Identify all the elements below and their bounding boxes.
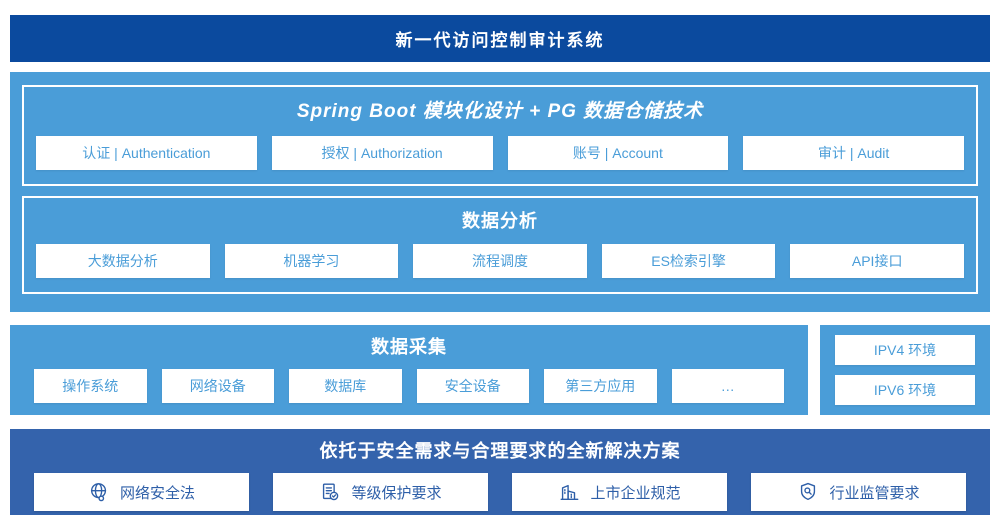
module-bigdata-analysis: 大数据分析	[36, 244, 210, 278]
module-authorization: 授权 | Authorization	[271, 136, 493, 170]
requirement-label: 等级保护要求	[351, 484, 442, 502]
springboot-modules-row: 认证 | Authentication 授权 | Authorization 账…	[36, 136, 964, 170]
source-thirdparty-app: 第三方应用	[544, 369, 657, 403]
globe-icon	[90, 483, 107, 502]
requirement-classified-protection: 等级保护要求	[273, 473, 488, 511]
module-es-search-engine: ES检索引擎	[601, 244, 776, 278]
env-ipv6: IPV6 环境	[835, 375, 975, 405]
module-account: 账号 | Account	[507, 136, 729, 170]
module-api-interface: API接口	[790, 244, 964, 278]
module-authentication: 认证 | Authentication	[36, 136, 257, 170]
tech-section: Spring Boot 模块化设计 + PG 数据仓储技术 认证 | Authe…	[10, 72, 990, 312]
buildings-icon	[561, 484, 579, 501]
page-title: 新一代访问控制审计系统	[395, 31, 605, 50]
requirement-industry-regulation: 行业监管要求	[751, 473, 966, 511]
module-machine-learning: 机器学习	[224, 244, 399, 278]
title-banner: 新一代访问控制审计系统	[10, 15, 990, 62]
springboot-panel-title: Spring Boot 模块化设计 + PG 数据仓储技术	[296, 101, 704, 122]
solution-title: 依托于安全需求与合理要求的全新解决方案	[319, 441, 681, 461]
module-audit: 审计 | Audit	[743, 136, 964, 170]
requirement-label: 网络安全法	[119, 484, 195, 502]
module-workflow-scheduling: 流程调度	[413, 244, 587, 278]
data-analysis-panel: 数据分析 大数据分析 机器学习 流程调度 ES检索引擎 API接口	[22, 196, 978, 294]
data-analysis-title: 数据分析	[462, 211, 538, 231]
source-network-device: 网络设备	[161, 369, 274, 403]
checklist-icon	[323, 483, 339, 501]
env-ipv4: IPV4 环境	[835, 335, 975, 365]
data-collection-section: 数据采集 操作系统 网络设备 数据库 安全设备 第三方应用 …	[10, 325, 808, 415]
requirement-cybersecurity-law: 网络安全法	[34, 473, 249, 511]
data-collection-items-row: 操作系统 网络设备 数据库 安全设备 第三方应用 …	[34, 369, 784, 403]
source-more-ellipsis: …	[671, 369, 784, 403]
requirement-label: 上市企业规范	[590, 484, 681, 502]
environment-panel: IPV4 环境 IPV6 环境	[820, 325, 990, 415]
solution-section: 依托于安全需求与合理要求的全新解决方案 网络安全法 等级保护要求	[10, 429, 990, 515]
shield-search-icon	[801, 482, 816, 501]
source-database: 数据库	[289, 369, 402, 403]
source-operating-system: 操作系统	[34, 369, 147, 403]
data-collection-title: 数据采集	[371, 337, 447, 357]
requirement-label: 行业监管要求	[829, 484, 920, 502]
collection-row: 数据采集 操作系统 网络设备 数据库 安全设备 第三方应用 … IPV4 环境 …	[10, 325, 990, 415]
springboot-panel: Spring Boot 模块化设计 + PG 数据仓储技术 认证 | Authe…	[22, 85, 978, 186]
source-security-device: 安全设备	[416, 369, 529, 403]
data-analysis-row: 大数据分析 机器学习 流程调度 ES检索引擎 API接口	[36, 244, 964, 278]
solution-items-row: 网络安全法 等级保护要求 上市企业规范	[34, 473, 966, 511]
requirement-listed-company: 上市企业规范	[512, 473, 727, 511]
